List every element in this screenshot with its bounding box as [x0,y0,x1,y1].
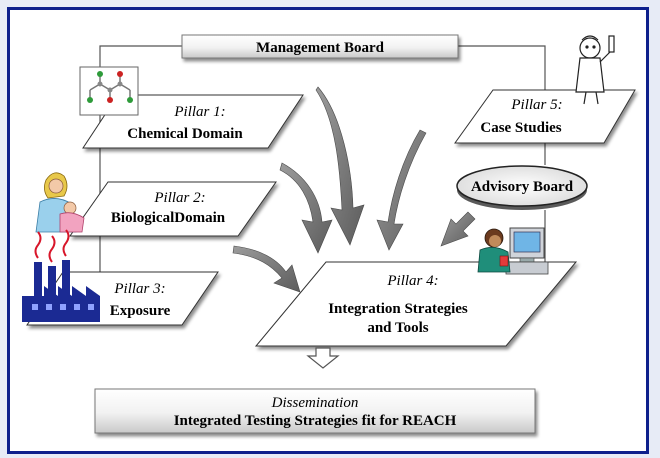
arrow-pillar1-to-pillar4 [279,162,333,254]
connector-lines [99,45,546,290]
pillar-5-heading: Pillar 5: [510,97,562,113]
factory-icon [22,229,100,322]
pillar-3-title: Exposure [110,303,171,319]
pillar-2-title: BiologicalDomain [111,210,226,226]
dissemination-box: Dissemination Integrated Testing Strateg… [94,388,536,434]
pillar-1-title: Chemical Domain [127,126,243,142]
dissemination-title: Integrated Testing Strategies fit for RE… [174,413,457,429]
pillar-4-title-line2: and Tools [367,320,428,336]
pillar-2-heading: Pillar 2: [153,190,205,206]
advisory-board-oval: Advisory Board [456,165,588,210]
arrow-management-to-pillar4 [315,86,365,246]
dissemination-heading: Dissemination [271,395,359,411]
computer-user-icon [477,227,549,275]
pillar-5-title: Case Studies [480,120,561,136]
flow-arrows [232,86,476,293]
management-board-box: Management Board [181,34,459,59]
pillar-2-card: Pillar 2: BiologicalDomain [69,181,277,237]
down-arrow [306,347,340,369]
pillar-4-heading: Pillar 4: [386,273,438,289]
pillar-5-card: Pillar 5: Case Studies [454,89,636,144]
management-board-label: Management Board [256,40,385,56]
molecule-icon [79,66,139,116]
arrow-pillar3-to-pillar4 [232,245,301,293]
pillar-1-heading: Pillar 1: [173,104,225,120]
mother-child-icon [35,172,85,233]
arrow-pillar5-to-pillar4 [376,129,427,251]
advisory-board-label: Advisory Board [471,179,574,195]
pillar-3-heading: Pillar 3: [113,281,165,297]
arrow-advisory-to-pillar4 [440,211,476,247]
pillar-4-card: Pillar 4: Integration Strategies and Too… [254,261,578,347]
pillar-4-title-line1: Integration Strategies [328,301,468,317]
scientist-icon [575,35,615,105]
